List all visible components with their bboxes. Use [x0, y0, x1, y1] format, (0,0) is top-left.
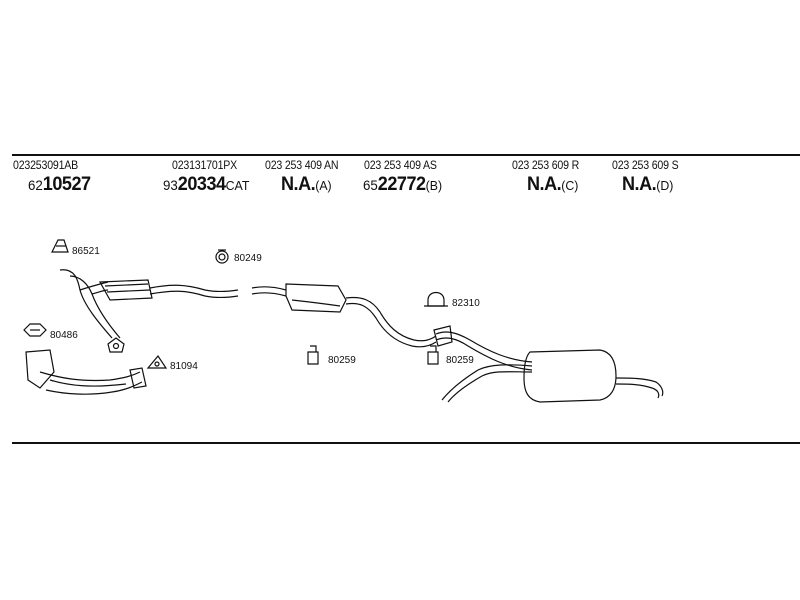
callout-80249: 80249	[234, 253, 262, 264]
callout-82310: 82310	[452, 298, 480, 309]
code-6: N.A.(D)	[622, 174, 673, 196]
part-number-1: 023253091AB	[13, 160, 79, 172]
code-4: 6522772(B)	[363, 174, 442, 196]
callout-80259-a: 80259	[328, 355, 356, 366]
part-number-2: 023131701PX	[172, 160, 238, 172]
code-2-suffix: CAT	[225, 178, 250, 193]
part-number-5: 023 253 609 R	[512, 160, 580, 172]
code-5-main: N.A.	[527, 174, 562, 195]
triangle-gasket-icon	[146, 354, 168, 369]
code-4-prefix: 65	[363, 177, 378, 193]
gasket-icon	[23, 323, 47, 337]
part-number-6: 023 253 609 S	[612, 160, 679, 172]
code-2-prefix: 93	[163, 177, 178, 193]
code-5: N.A.(C)	[527, 174, 578, 196]
callout-86521: 86521	[72, 246, 100, 257]
code-3: N.A.(A)	[281, 174, 332, 196]
callout-80259-b: 80259	[446, 355, 474, 366]
code-3-suffix: (A)	[315, 178, 332, 193]
callout-81094: 81094	[170, 361, 198, 372]
clamp-icon	[424, 291, 448, 307]
part-number-4: 023 253 409 AS	[364, 160, 437, 172]
exhaust-manifold	[25, 349, 147, 395]
flange-gasket	[107, 337, 125, 353]
middle-silencer	[251, 283, 437, 348]
code-3-main: N.A.	[281, 174, 316, 195]
hanger-icon	[427, 345, 439, 365]
rear-silencer	[433, 325, 664, 403]
code-6-suffix: (D)	[656, 178, 674, 193]
code-6-main: N.A.	[622, 174, 657, 195]
code-4-suffix: (B)	[425, 178, 443, 193]
part-number-3: 023 253 409 AN	[265, 160, 339, 172]
code-1: 6210527	[28, 174, 91, 196]
catalytic-converter	[99, 279, 239, 301]
front-pipe	[59, 269, 121, 339]
code-2: 9320334CAT	[163, 174, 249, 196]
ring-gasket-icon	[215, 249, 229, 264]
top-rule	[12, 154, 800, 156]
code-1-prefix: 62	[28, 177, 43, 193]
code-5-suffix: (C)	[561, 178, 579, 193]
code-4-main: 22772	[377, 174, 426, 195]
callout-80486: 80486	[50, 330, 78, 341]
hanger-icon	[307, 345, 319, 365]
bottom-rule	[12, 442, 800, 444]
code-1-main: 10527	[42, 174, 91, 195]
clamp-icon	[51, 239, 69, 253]
code-2-main: 20334	[177, 174, 226, 195]
